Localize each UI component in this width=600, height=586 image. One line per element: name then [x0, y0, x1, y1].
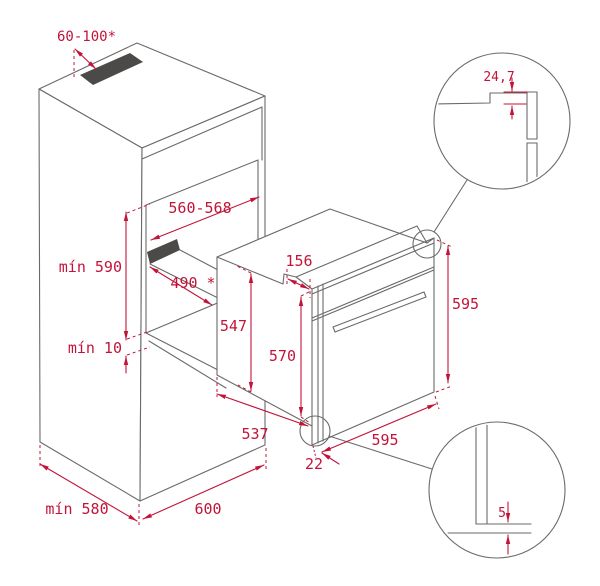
dim-top-vent-label: 60-100*: [57, 29, 116, 45]
dim-shelf-depth: 490 *: [149, 266, 216, 306]
cabinet-front-band-line: [141, 106, 263, 161]
dim-body-depth: 537: [216, 377, 309, 443]
dim-cabinet-width-label: 600: [194, 500, 221, 518]
dim-cabinet-depth-label: mín 580: [45, 500, 108, 518]
dim-niche-width: 560-568: [150, 196, 260, 241]
dim-bottom-gap-label: 5: [498, 506, 506, 521]
detail-leader-top: [433, 179, 468, 233]
detail-circle-bottom: [428, 421, 566, 559]
detail-callouts: [299, 52, 571, 559]
detail-circle-top: [433, 52, 571, 190]
detail-marker-top: [412, 229, 442, 259]
dim-niche-height: mín 590: [59, 203, 151, 341]
oven-panel-top-edge: [295, 225, 428, 278]
dim-niche-height-label: mín 590: [59, 258, 122, 276]
dim-bottom-clearance: mín 10: [68, 339, 151, 374]
dim-shelf-depth-label: 490 *: [170, 274, 215, 292]
dim-door-bottom-offset-label: 22: [305, 455, 323, 473]
dim-cabinet-depth: mín 580: [39, 445, 140, 526]
oven-handle-slot: [332, 291, 427, 333]
dim-front-opening-height-label: 570: [269, 347, 296, 365]
dim-top-vent: 60-100*: [57, 29, 116, 79]
oven-silhouette: [216, 208, 435, 446]
dim-front-height: 595: [435, 239, 479, 393]
dim-front-width-label: 595: [371, 431, 398, 449]
dim-frame-step-label: 24,7: [483, 70, 514, 85]
cabinet-top-vent: [80, 53, 143, 85]
oven-front-frame-lines: [311, 237, 435, 444]
detail-top-content: [436, 91, 538, 187]
dim-niche-width-label: 560-568: [168, 199, 231, 217]
dim-bottom-clearance-label: mín 10: [68, 339, 122, 357]
dim-frame-step: 24,7: [483, 70, 529, 120]
dim-front-height-label: 595: [452, 295, 479, 313]
dim-front-width: 595: [312, 395, 440, 459]
oven-drawing: [216, 208, 435, 446]
dim-top-recess-label: 156: [285, 252, 312, 270]
dim-door-bottom-offset: 22: [305, 452, 340, 473]
dim-cabinet-width: 600: [142, 448, 267, 520]
dim-bottom-gap: 5: [498, 501, 511, 555]
dim-top-recess: 156: [285, 252, 313, 298]
dimensions: 60-100* 560-568 mín 590 mín 10 490 * mín…: [39, 29, 529, 555]
dim-body-depth-label: 537: [241, 425, 268, 443]
detail-bottom-content: [447, 424, 532, 534]
niche-vent-strip: [147, 239, 180, 264]
dim-body-height-label: 547: [220, 317, 247, 335]
dim-body-height: 547: [220, 265, 254, 393]
